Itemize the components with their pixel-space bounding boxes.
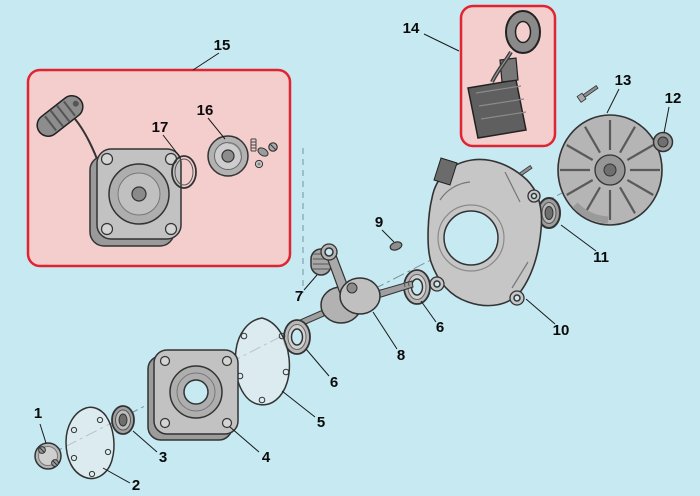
callout-12: 12 xyxy=(663,90,682,134)
callout-17: 17 xyxy=(152,119,181,158)
callout-16: 16 xyxy=(197,102,226,140)
part-3-oil-seal xyxy=(111,405,135,435)
part-11-oil-seal xyxy=(537,197,561,229)
callout-6-left-number: 6 xyxy=(330,374,338,391)
part-4-crankcase-cover xyxy=(147,349,239,441)
callout-7: 7 xyxy=(295,274,318,305)
part-14-ignition-coil xyxy=(467,10,541,139)
callout-6-right: 6 xyxy=(420,300,444,336)
part-9-key xyxy=(389,241,403,251)
part-6-bearing-right xyxy=(403,269,431,305)
callout-13: 13 xyxy=(606,72,632,114)
starter-pawl-kit xyxy=(250,138,278,169)
part-13-flywheel xyxy=(557,114,663,226)
part-16-starter-pulley xyxy=(207,135,249,177)
part-8-crankshaft xyxy=(299,243,414,327)
callout-1-number: 1 xyxy=(34,405,42,422)
callout-5: 5 xyxy=(281,390,325,431)
callout-8-number: 8 xyxy=(397,347,405,364)
flywheel-bolt xyxy=(576,84,599,103)
part-1-end-cap xyxy=(34,442,62,470)
part-5-gasket xyxy=(234,317,291,406)
callout-15: 15 xyxy=(192,37,231,71)
callout-14: 14 xyxy=(403,20,460,52)
callout-10: 10 xyxy=(525,298,570,339)
callout-1: 1 xyxy=(34,405,47,444)
callout-12-number: 12 xyxy=(665,90,682,107)
part-15-recoil-starter xyxy=(36,95,278,247)
callout-15-number: 15 xyxy=(214,37,231,54)
callout-8: 8 xyxy=(372,311,405,364)
part-2-gasket xyxy=(65,406,115,480)
starter-handle xyxy=(36,95,84,137)
part-6-bearing-left xyxy=(283,319,311,355)
callout-6-left: 6 xyxy=(305,348,338,391)
callout-16-number: 16 xyxy=(197,102,214,119)
callout-13-number: 13 xyxy=(615,72,632,89)
callout-2-number: 2 xyxy=(132,477,140,494)
callout-5-number: 5 xyxy=(317,414,325,431)
part-12-nut xyxy=(652,131,674,153)
callout-7-number: 7 xyxy=(295,288,303,305)
callout-9-number: 9 xyxy=(375,214,383,231)
part-17-starter-spring xyxy=(171,155,197,189)
part-10-crankcase-half xyxy=(427,157,543,307)
callout-10-number: 10 xyxy=(553,322,570,339)
callout-2: 2 xyxy=(102,467,140,494)
callout-4-number: 4 xyxy=(262,449,271,466)
callout-3-number: 3 xyxy=(159,449,167,466)
callout-9: 9 xyxy=(375,214,395,243)
callout-14-number: 14 xyxy=(403,20,420,37)
callout-6-right-number: 6 xyxy=(436,319,444,336)
starter-housing xyxy=(89,148,182,247)
callout-11-number: 11 xyxy=(593,249,609,266)
callout-3: 3 xyxy=(132,430,167,466)
callout-4: 4 xyxy=(229,426,271,466)
callout-11: 11 xyxy=(560,224,609,266)
callout-17-number: 17 xyxy=(152,119,169,136)
